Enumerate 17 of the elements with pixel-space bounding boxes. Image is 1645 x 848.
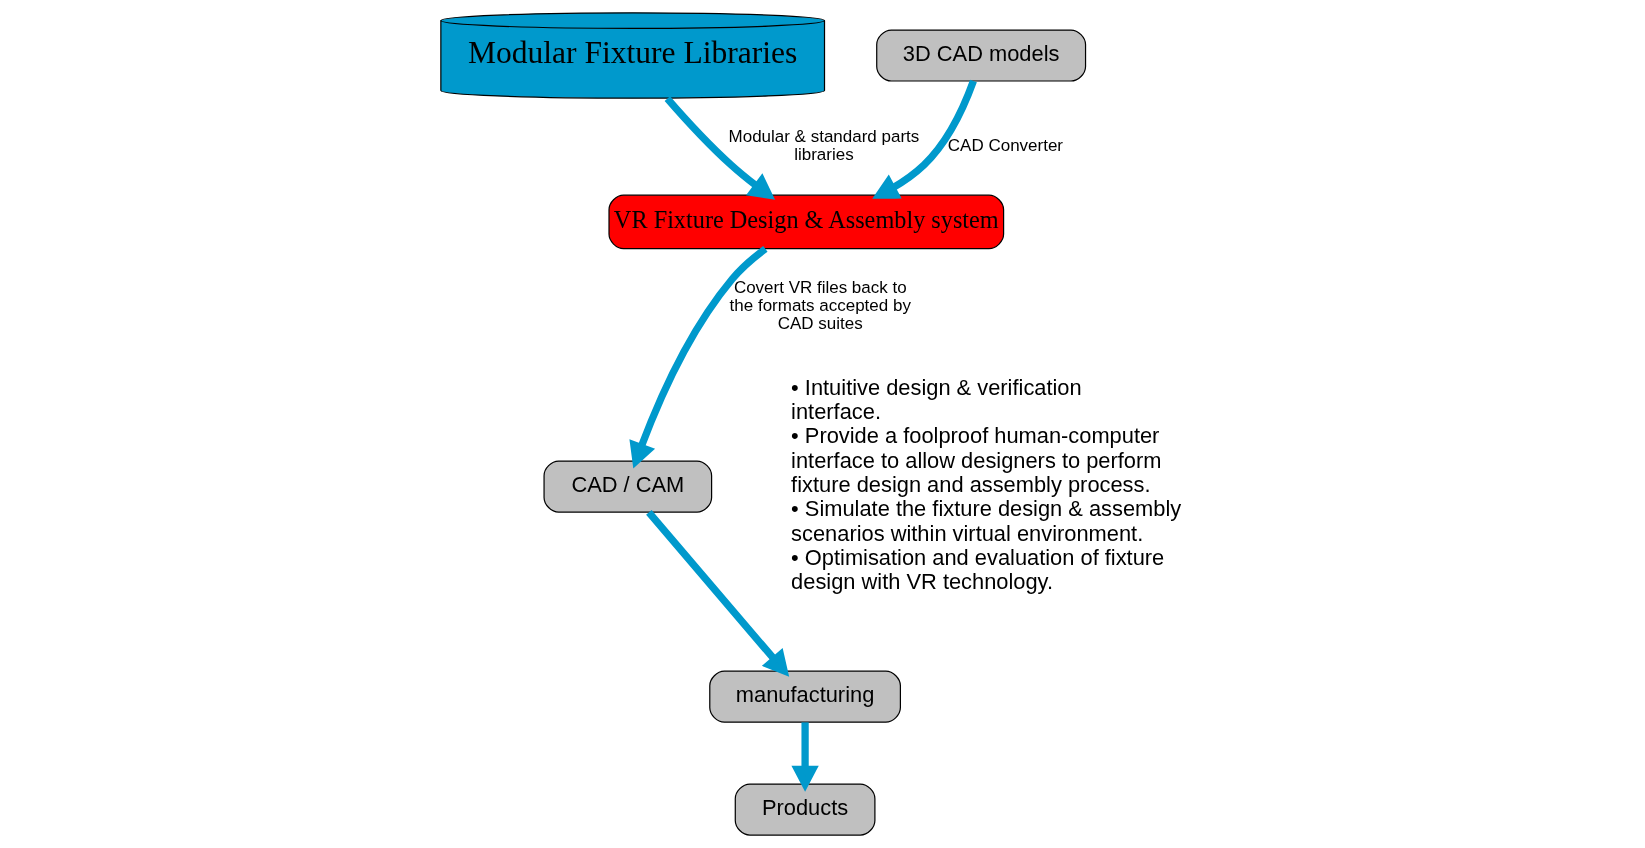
arrow	[645, 510, 789, 677]
node-box: manufacturing	[708, 670, 901, 723]
arrow	[790, 722, 819, 792]
edge-label: CAD Converter	[947, 136, 1063, 156]
edge-label: Modular & standard parts libraries	[728, 127, 919, 165]
arrow	[628, 245, 768, 469]
label: • Provide a foolproof human-computer interface to allow designers to perform fixture design and assembly process.	[790, 423, 1161, 497]
node-box: Products	[734, 783, 875, 836]
arrow	[664, 96, 775, 200]
node-box: 3D CAD models	[875, 29, 1086, 82]
edge-label: Covert VR files back to the formats accepted by CAD suites	[729, 277, 911, 334]
node-box: CAD / CAM	[542, 460, 712, 513]
node-box: VR Fixture Design & Assembly system	[607, 194, 1004, 250]
arrow	[871, 79, 977, 199]
label: • Optimisation and evaluation of fixture design with VR technology.	[790, 544, 1164, 595]
label: • Simulate the fixture design & assembly scenarios within virtual environment.	[790, 496, 1181, 546]
label: • Intuitive design & verification interface.	[790, 374, 1082, 425]
